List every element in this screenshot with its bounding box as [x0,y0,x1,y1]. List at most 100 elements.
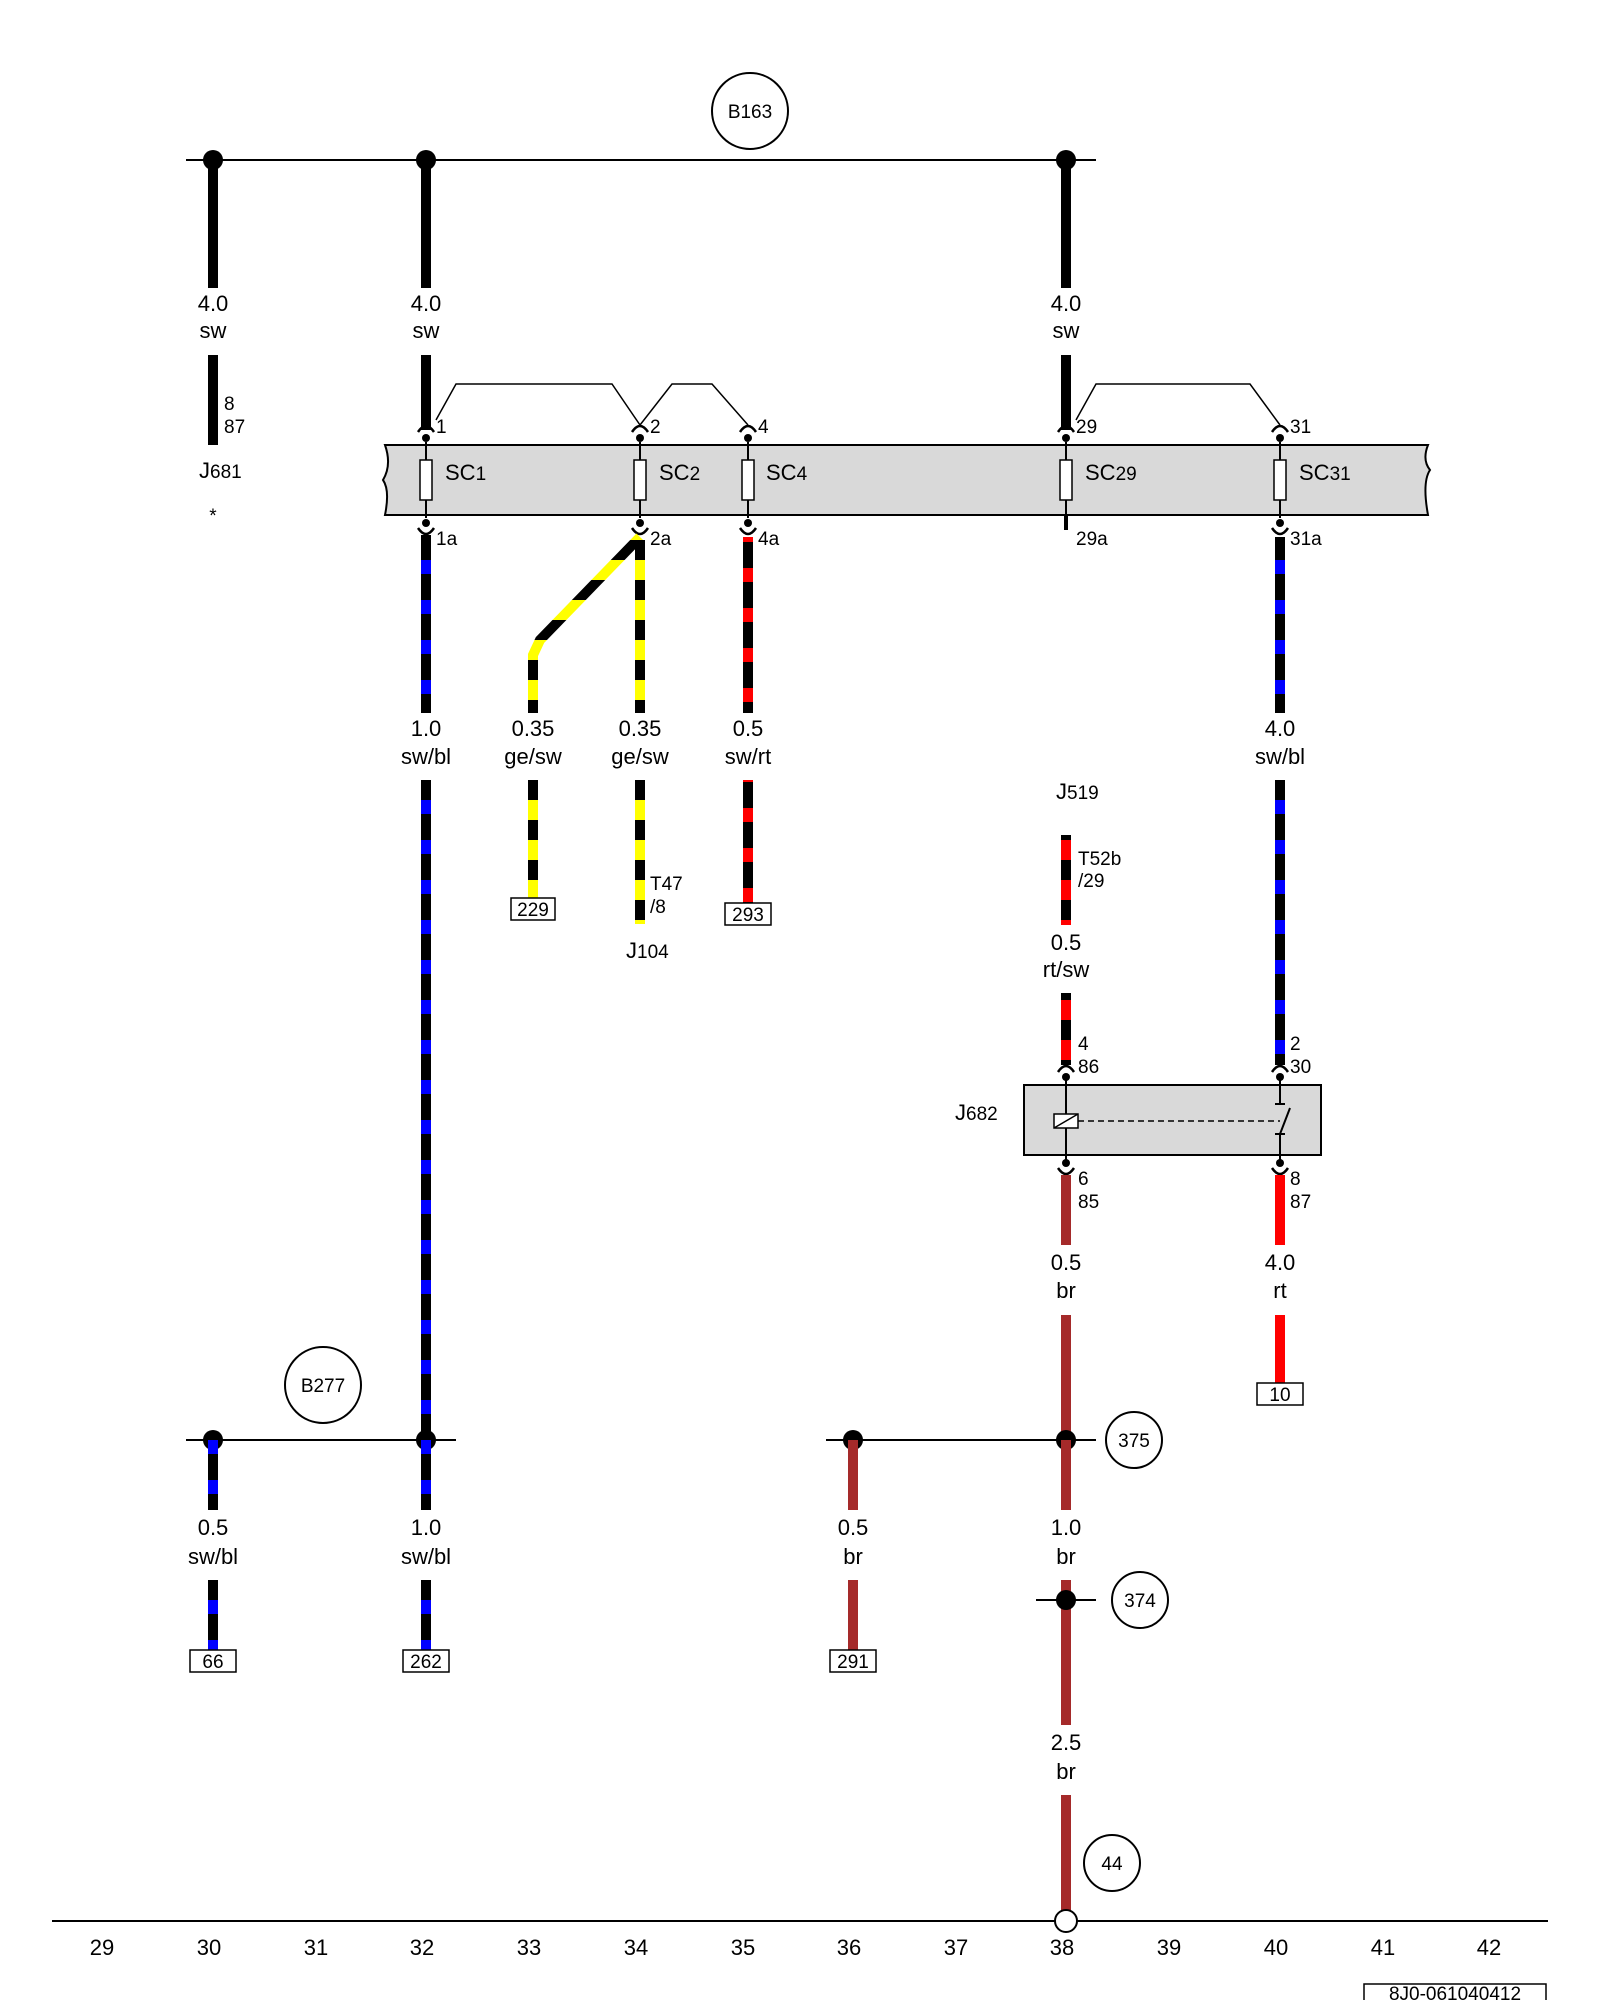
column-number: 29 [90,1935,114,1960]
wire-size: 0.5 [1051,930,1082,955]
ground-badge-44 [1083,1834,1141,1892]
ref-66: 66 [202,1652,223,1673]
ref-229: 229 [517,900,549,921]
column-number: 33 [517,1935,541,1960]
wire-size: 4.0 [1265,1250,1296,1275]
wire-sc2-left [528,533,644,713]
fuse-sc1: 1 SC1 1a [416,417,486,550]
t47-pin: /8 [650,897,666,918]
column-numbers: 29 30 31 32 33 34 35 36 37 38 39 40 41 4… [90,1935,1501,1960]
svg-text:SC29: SC29 [1085,460,1137,485]
ground-terminal [1054,1909,1078,1933]
wire-color: rt/sw [1043,957,1090,982]
j681-pin-87: 87 [224,417,245,438]
wire-size: 0.5 [1051,1250,1082,1275]
ground-badge-374 [1111,1571,1169,1629]
svg-text:SC2: SC2 [659,460,700,485]
svg-text:2a: 2a [650,529,672,550]
ref-box-262 [402,1649,450,1673]
t47-conn: T47 [650,874,683,895]
ground-label-375: 375 [1118,1431,1150,1452]
wire-size: 0.5 [198,1515,229,1540]
bridge-sc1-sc2 [435,383,641,426]
wire-size: 1.0 [411,716,442,741]
splice-374 [1056,1590,1076,1610]
svg-text:31: 31 [1290,417,1311,438]
wire-color: sw/bl [401,744,451,769]
svg-text:1a: 1a [436,529,458,550]
wire-size: 4.0 [198,291,229,316]
wire-size: 4.0 [1265,716,1296,741]
relay-switch-blade [1279,1107,1291,1135]
column-number: 37 [944,1935,968,1960]
svg-text:4a: 4a [758,529,780,550]
doc-id: 8J0-061040412 [1389,1984,1521,2000]
wire-color: sw/bl [401,1544,451,1569]
wire-size: 0.35 [512,716,555,741]
ref-box-10 [1256,1382,1304,1406]
svg-text:6: 6 [1078,1169,1089,1190]
svg-text:1: 1 [436,417,447,438]
ref-box-291 [829,1649,877,1673]
ref-293: 293 [732,905,764,926]
column-number: 35 [731,1935,755,1960]
wire-color: ge/sw [504,744,562,769]
ref-box-66 [189,1649,237,1673]
ground-label-44: 44 [1101,1854,1123,1875]
j681-label: J681 [199,458,242,483]
j682-pin-87: 8 87 [1270,1159,1311,1213]
svg-text:29: 29 [1076,417,1097,438]
ground-label-b277: B277 [301,1376,345,1397]
wire-size: 0.5 [838,1515,869,1540]
wire-color: sw/rt [725,744,771,769]
svg-text:87: 87 [1290,1192,1311,1213]
wire-size: 1.0 [411,1515,442,1540]
relay-coil-slash [1053,1113,1079,1129]
t52b-pin: /29 [1078,871,1104,892]
t52b-conn: T52b [1078,849,1121,870]
column-number: 41 [1371,1935,1395,1960]
column-number: 40 [1264,1935,1288,1960]
ref-291: 291 [837,1652,869,1673]
ground-label-b163: B163 [728,102,772,123]
j682-pin-30: 2 30 [1270,1034,1311,1081]
fuse-sc31: 31 SC31 31a [1270,417,1351,550]
wire-size: 2.5 [1051,1730,1082,1755]
j519-label: J519 [1056,779,1099,804]
wire-color: br [1056,1278,1076,1303]
svg-text:86: 86 [1078,1057,1099,1078]
column-number: 31 [304,1935,328,1960]
ground-badge-375 [1105,1411,1163,1469]
svg-text:8: 8 [1290,1169,1301,1190]
wire-color: br [1056,1544,1076,1569]
fuse-box [381,444,1432,516]
j681-note: * [209,506,217,527]
svg-text:SC4: SC4 [766,460,808,485]
fuse-sc2: 2 SC2 2a [630,417,700,550]
doc-id-box [1363,1983,1547,2000]
column-number: 34 [624,1935,648,1960]
svg-text:SC1: SC1 [445,460,486,485]
svg-text:4: 4 [758,417,769,438]
wire-size: 1.0 [1051,1515,1082,1540]
column-number: 38 [1050,1935,1074,1960]
wire-color: rt [1273,1278,1286,1303]
column-number: 36 [837,1935,861,1960]
svg-text:4: 4 [1078,1034,1089,1055]
j682-label: J682 [955,1100,998,1125]
column-number: 42 [1477,1935,1501,1960]
ref-262: 262 [410,1652,442,1673]
svg-text:85: 85 [1078,1192,1099,1213]
j682-pin-86: 4 86 [1056,1034,1099,1081]
ref-box-229 [510,897,556,921]
wire-color: br [843,1544,863,1569]
svg-text:30: 30 [1290,1057,1311,1078]
svg-text:2: 2 [650,417,661,438]
svg-text:29a: 29a [1076,529,1108,550]
wire-color: sw [1053,318,1080,343]
wire-color: sw [413,318,440,343]
wire-size: 0.35 [619,716,662,741]
wire-color: sw/bl [1255,744,1305,769]
wire-color: br [1056,1759,1076,1784]
svg-text:31a: 31a [1290,529,1322,550]
